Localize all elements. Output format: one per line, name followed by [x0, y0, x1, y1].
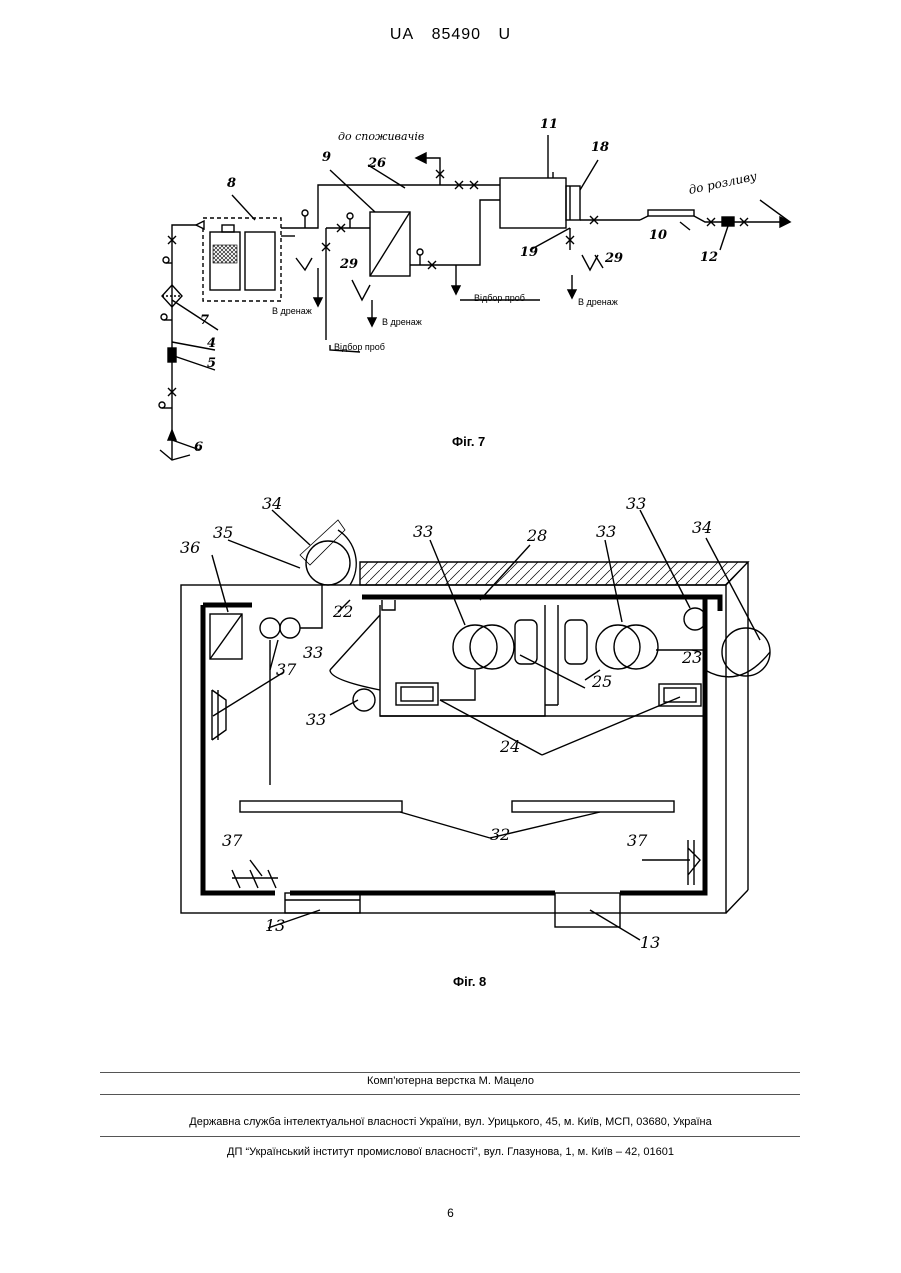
fig8-label-34-left: 34	[262, 494, 282, 513]
fig8-label-32: 32	[490, 825, 510, 844]
fig8-label-34-right: 34	[692, 518, 712, 537]
footer-institute: ДП “Український інститут промислової вла…	[0, 1146, 901, 1158]
fig8-label-25: 25	[592, 672, 612, 691]
fig8-floor-plan	[0, 0, 901, 1000]
fig8-label-22: 22	[333, 602, 353, 621]
footer-rule-1	[100, 1072, 800, 1073]
footer-rule-2	[100, 1094, 800, 1095]
fig8-label-33-d: 33	[303, 643, 323, 662]
footer-agency: Державна служба інтелектуальної власност…	[0, 1116, 901, 1128]
fig8-label-37-a: 37	[276, 660, 296, 679]
fig8-label-37-b: 37	[222, 831, 242, 850]
fig8-label-33-c: 33	[626, 494, 646, 513]
fig8-label-36: 36	[180, 538, 200, 557]
fig8-label-13-right: 13	[640, 933, 660, 952]
fig8-label-13-left: 13	[265, 916, 285, 935]
fig8-label-37-c: 37	[627, 831, 647, 850]
fig8-label-33-a: 33	[413, 522, 433, 541]
page-number: 6	[0, 1206, 901, 1220]
fig8-label-23: 23	[682, 648, 702, 667]
footer-rule-3	[100, 1136, 800, 1137]
fig8-label-35: 35	[213, 523, 233, 542]
footer-layout-by: Комп’ютерна верстка М. Мацело	[0, 1075, 901, 1087]
fig8-label-28: 28	[527, 526, 547, 545]
fig8-label-24: 24	[500, 737, 520, 756]
fig8-caption: Фіг. 8	[453, 974, 486, 989]
fig8-label-33-e: 33	[306, 710, 326, 729]
fig8-label-33-b: 33	[596, 522, 616, 541]
